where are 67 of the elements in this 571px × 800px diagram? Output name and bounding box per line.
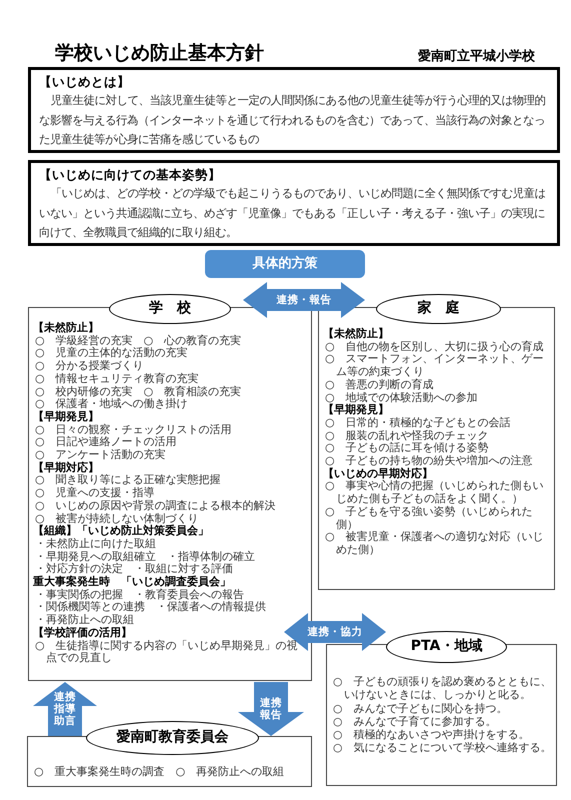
section-heading: 【いじめの早期対応】 [323,468,434,480]
list-item: ○ 地域での体験活動への参加 [325,392,479,404]
list-item: ○ 日々の観察・チェックリストの活用 [35,424,233,436]
list-item: ○ 保護者・地域への働き掛け [35,398,189,410]
list-item: ○ 被害が持続しない体制づくり [35,512,200,525]
list-item: ○ 校内研修の充実 ○ 教育相談の充実 [35,386,242,398]
list-item: ○ 情報セキュリティ教育の充実 [35,372,200,386]
ellipse-heading: 家 庭 [376,294,501,324]
ellipse-heading: 学 校 [109,294,231,324]
list-item: ○ 被害児童・保護者への適切な対応（いじめた側） [325,531,545,557]
list-item: ○ 服装の乱れや怪我のチェック [325,430,490,442]
list-item: ・対応方針の決定 ・取組に対する評価 [35,563,234,576]
section-heading: 【早期発見】 [33,410,100,424]
block-arrow [284,613,386,651]
list-item: ○ 日常的・積極的な子どもとの会話 [325,416,512,430]
box-heading: 【いじめに向けての基本姿勢】 [39,166,222,184]
list-item: ・早期発見への取組確立 ・指導体制の確立 [35,550,256,563]
list-item: ○ いじめの原因や背景の調査による根本的解決 [35,500,277,512]
list-item: ○ 積極的なあいさつや声掛けをする。 [333,728,530,742]
list-item: ○ スマートフォン、インターネット、ゲーム等の約束づくり [325,353,545,378]
list-item: ・再発防止への取組 [35,614,135,626]
box-heading: 【いじめとは】 [39,73,131,91]
list-item: ○ みんなで子どもに関心を持つ。 [333,702,508,715]
list-item: ○ 子どもの頑張りを認め褒めるとともに、いけないときには、しっかりと叱る。 [333,675,552,702]
list-item: ○ 日記や連絡ノートの活用 [35,436,178,448]
ellipse-heading: PTA・地域 [386,631,507,663]
list-item: ○ 子どもの話に耳を傾ける姿勢 [325,442,490,454]
list-item: ○ みんなで子育てに参加する。 [333,714,498,728]
list-item: ○ 児童の主体的な活動の充実 [35,347,189,360]
section-heading: 【未然防止】 [33,322,100,335]
section-heading: 【早期対応】 [33,462,100,474]
text-box [28,67,560,153]
paragraph: 「いじめは、どの学校・どの学級でも起こりうるものであり、いじめ問題に全く無関係ですむ児童はいない」という共通認識に立ち、めざす「児童像」でもある「正しい子・考える子・強い子」の実現に向けて、全教職員で組織的に取り組む。 [39,185,546,241]
list-item: ○ 聞き取り等による正確な実態把握 [35,474,222,486]
list-item: ○ 分かる授業づくり [35,360,145,373]
section-heading: 【組織】「いじめ防止対策委員会」 [33,525,210,538]
edge-label: 連携指導助言 [53,691,77,727]
section-heading: 【早期発見】 [323,404,390,417]
edge-label: 連携・報告 [276,294,332,306]
ellipse-heading: 愛南町教育委員会 [86,721,259,755]
header-text: 愛南町立平城小学校 [418,48,535,65]
list-item: ○ 子どもの持ち物の紛失や増加への注意 [325,455,534,468]
list-item: ○ 事実や心情の把握（いじめられた側もいじめた側も子どもの話をよく聞く。） [325,480,545,506]
section-heading: 重大事案発生時 「いじめ調査委員会」 [33,576,232,588]
block-arrow [238,682,304,736]
section-heading: 【未然防止】 [323,328,390,341]
text-box [28,160,560,246]
list-item: ○ 学級経営の充実 ○ 心の教育の充実 [35,334,242,347]
list-item: ○ 児童への支援・指導 [35,487,156,500]
list-item: ○ 生徒指導に関する内容の「いじめ早期発見」の視点での見直し [35,640,299,665]
banner: 具体的方策 [205,250,365,278]
title: 学校いじめ防止基本方針 [55,41,264,66]
block-arrow [243,282,365,318]
list-item: ○ 重大事案発生時の調査 ○ 再発防止への取組 [34,765,286,778]
list-item: ○ 自他の物を区別し、大切に扱う心の育成 [325,340,545,354]
list-item: ・未然防止に向けた取組 [35,538,157,550]
edge-label: 連携報告 [259,697,283,721]
edge-label: 連携・協力 [306,626,364,638]
list-item: ○ 子どもを守る強い姿勢（いじめられた側） [325,506,534,531]
list-item: ○ 気になることについて学校へ連絡する。 [333,741,552,755]
list-item: ○ アンケート活動の充実 [35,449,167,462]
list-item: ・関係機関等との連携 ・保護者への情報提供 [35,601,267,614]
section-heading: 【学校評価の活用】 [33,626,133,640]
list-item: ○ 善悪の判断の育成 [325,378,435,392]
paragraph: 児童生徒に対して、当該児童生徒等と一定の人間関係にある他の児童生徒等が行う心理的又は物理的な影響を与える行為（インターネットを通じて行われるものを含む）であって、当該行為の対象となった児童生徒等が心身に苦痛を感じているもの [39,92,546,148]
list-item: ・事実関係の把握 ・教育委員会への報告 [35,588,245,601]
block-arrow [33,682,97,736]
